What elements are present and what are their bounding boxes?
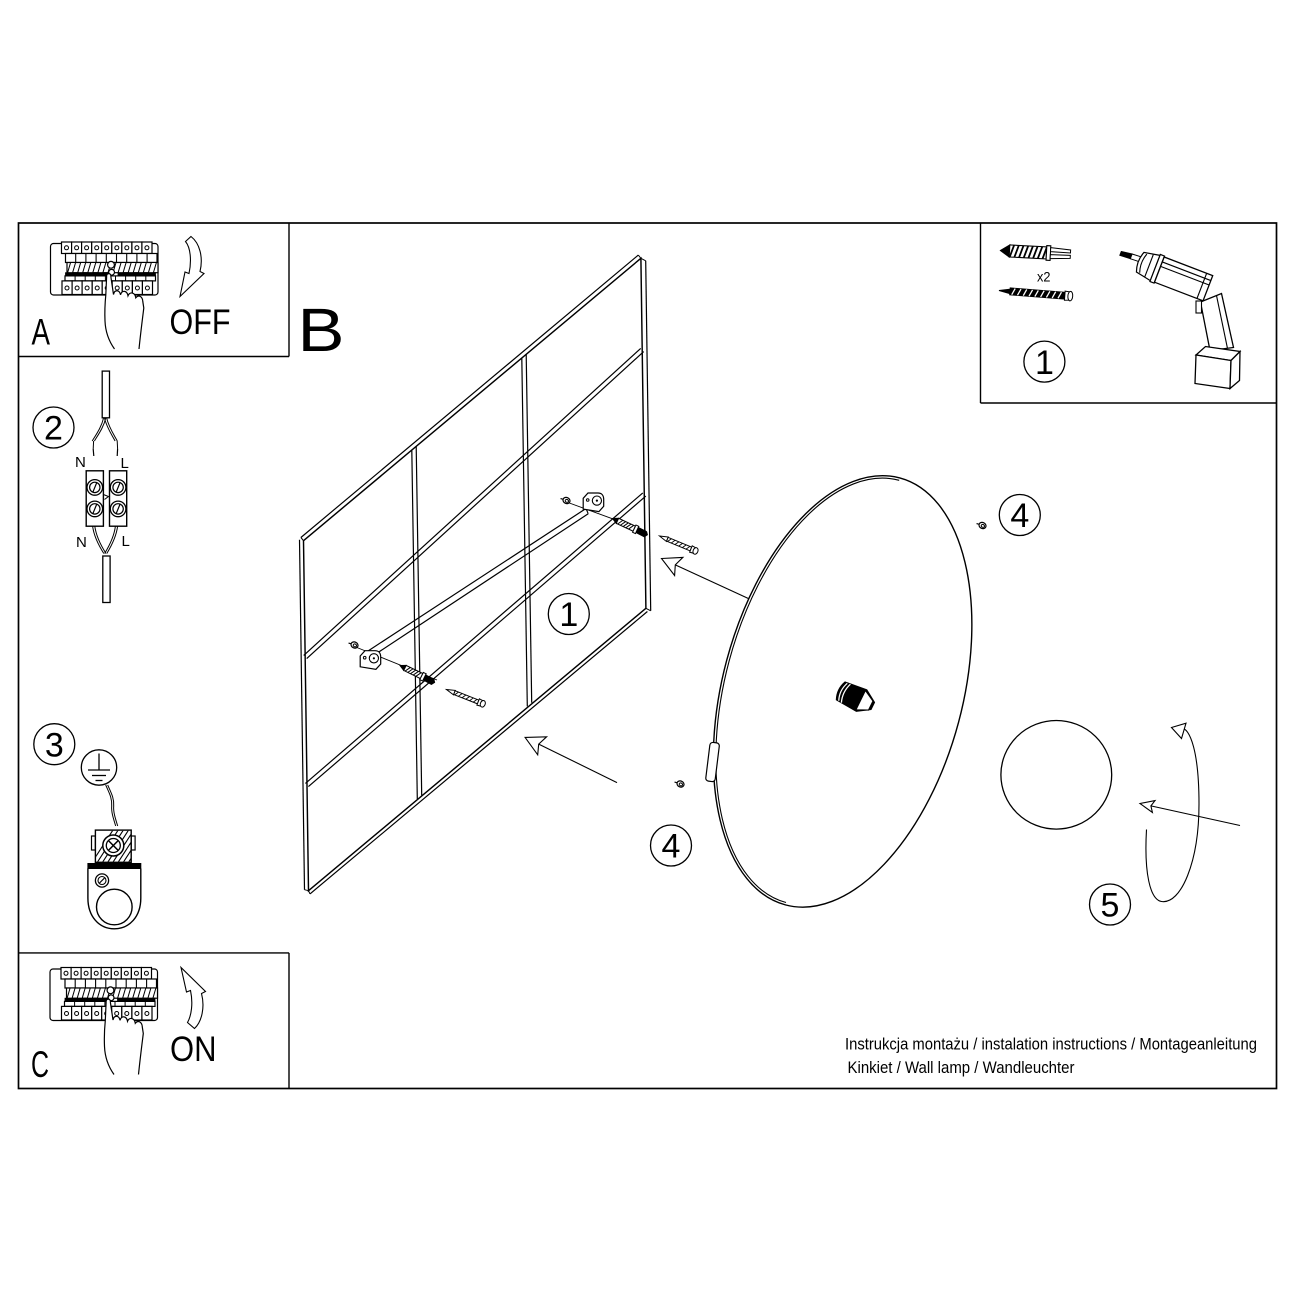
- svg-text:1: 1: [1035, 344, 1054, 382]
- svg-text:OFF: OFF: [170, 303, 231, 342]
- svg-text:x2: x2: [1037, 269, 1051, 285]
- svg-text:B: B: [298, 296, 345, 364]
- svg-text:5: 5: [1101, 887, 1120, 925]
- svg-text:4: 4: [662, 828, 681, 866]
- svg-text:4: 4: [1010, 497, 1029, 535]
- svg-text:L: L: [121, 455, 129, 472]
- svg-text:N: N: [75, 454, 86, 471]
- svg-text:Kinkiet / Wall lamp / Wandleuc: Kinkiet / Wall lamp / Wandleuchter: [848, 1058, 1075, 1077]
- svg-text:ON: ON: [170, 1030, 217, 1069]
- svg-text:A: A: [32, 312, 51, 353]
- svg-text:C: C: [31, 1044, 49, 1085]
- svg-text:N: N: [76, 534, 87, 551]
- svg-text:3: 3: [45, 726, 64, 764]
- svg-text:Instrukcja montażu / instalati: Instrukcja montażu / instalation instruc…: [845, 1035, 1257, 1054]
- svg-text:L: L: [122, 533, 130, 550]
- svg-text:2: 2: [44, 410, 63, 448]
- svg-text:1: 1: [559, 596, 578, 634]
